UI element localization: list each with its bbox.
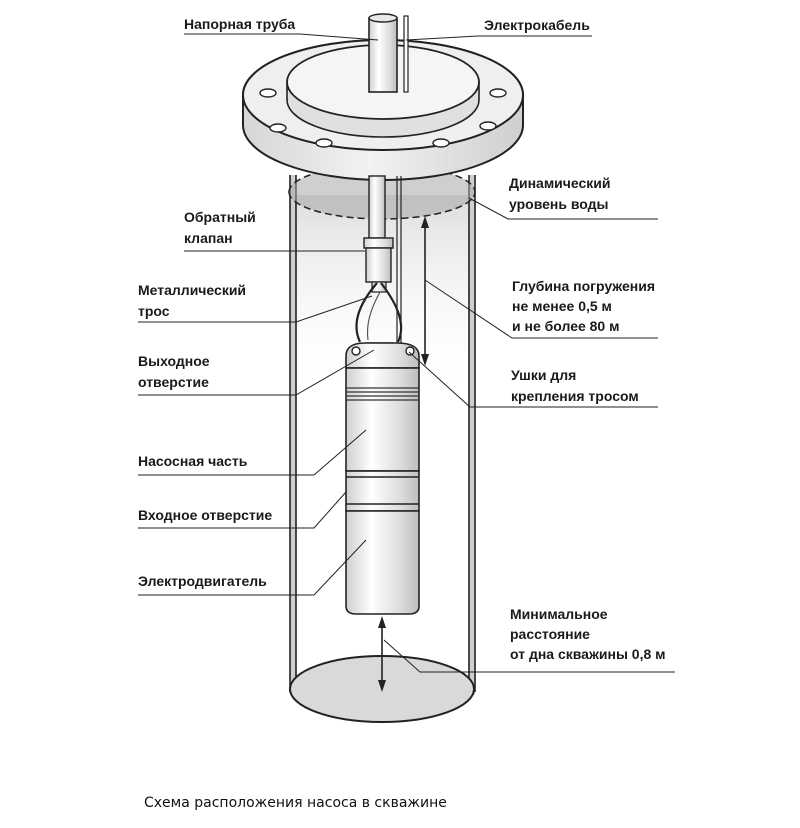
label-lugs: Ушки для крепления тросом xyxy=(511,367,639,404)
valve-bottom xyxy=(371,281,387,293)
leader-pressure-pipe xyxy=(184,33,379,41)
leader-electric-cable xyxy=(405,35,592,41)
cable-top xyxy=(403,15,409,93)
label-line: трос xyxy=(138,303,170,319)
arrow-up-icon xyxy=(421,216,429,228)
label-line: Глубина погружения xyxy=(512,278,655,294)
arrow-down-icon xyxy=(378,680,386,692)
min-distance-arrow xyxy=(378,616,386,692)
leader-outlet xyxy=(138,349,375,396)
leader-immersion-depth xyxy=(424,279,658,339)
label-line: клапан xyxy=(184,230,233,246)
leader-min-distance xyxy=(383,639,675,673)
valve-top xyxy=(363,237,394,249)
label-pump-section: Насосная часть xyxy=(138,453,248,469)
leader-pump-section xyxy=(138,429,367,476)
check-valve xyxy=(363,237,394,293)
well-wall-right xyxy=(469,175,475,695)
labels: Напорная труба Электрокабель Динамически… xyxy=(138,16,666,662)
bolt-hole xyxy=(489,88,507,98)
label-outlet: Выходное отверстие xyxy=(138,353,213,390)
bolt-hole xyxy=(259,88,277,98)
valve-body xyxy=(365,247,392,283)
label-immersion-depth: Глубина погружения не менее 0,5 м и не б… xyxy=(512,278,659,334)
immersion-depth-arrow xyxy=(421,216,429,366)
leader-dynamic-level xyxy=(468,197,658,220)
lug-left-icon xyxy=(351,346,361,356)
leader-motor xyxy=(138,539,367,596)
pipe-in-well xyxy=(368,175,386,239)
label-line: Обратный xyxy=(184,209,256,225)
label-line: от дна скважины 0,8 м xyxy=(510,646,666,662)
pipe-opening xyxy=(368,13,398,23)
label-line: Минимальное xyxy=(510,606,608,622)
label-metal-cable: Металлический трос xyxy=(138,282,250,319)
leader-lugs xyxy=(408,351,658,408)
leader-inlet xyxy=(138,491,347,529)
pump-section xyxy=(345,367,420,472)
label-min-distance: Минимальное расстояние от дна скважины 0… xyxy=(510,606,666,662)
bolt-hole xyxy=(432,138,450,148)
bolt-hole xyxy=(269,123,287,133)
label-line: отверстие xyxy=(138,374,209,390)
label-line: крепления тросом xyxy=(511,388,639,404)
bolt-hole xyxy=(315,138,333,148)
label-line: не менее 0,5 м xyxy=(512,298,612,314)
label-line: Металлический xyxy=(138,282,246,298)
label-check-valve: Обратный клапан xyxy=(184,209,260,246)
lug-right-icon xyxy=(405,346,415,356)
pump-unit xyxy=(345,342,420,615)
label-line: уровень воды xyxy=(509,196,609,212)
leader-lines xyxy=(138,33,675,673)
pump-top-cap xyxy=(345,342,420,369)
motor-section xyxy=(345,510,420,615)
label-pressure-pipe: Напорная труба xyxy=(184,16,295,32)
well-head-flange xyxy=(242,39,524,181)
rope-strand xyxy=(366,291,381,341)
pressure-pipe xyxy=(368,13,398,239)
label-line: и не более 80 м xyxy=(512,318,619,334)
rope-loop-left xyxy=(355,282,378,343)
label-electric-cable: Электрокабель xyxy=(484,17,590,33)
electric-cable xyxy=(396,15,409,345)
label-line: расстояние xyxy=(510,626,590,642)
label-line: Динамический xyxy=(509,175,611,191)
label-dynamic-level: Динамический уровень воды xyxy=(509,175,614,212)
steel-rope xyxy=(355,282,403,343)
leader-metal-cable xyxy=(138,295,373,323)
arrow-up-icon xyxy=(378,616,386,628)
diagram-caption: Схема расположения насоса в скважине xyxy=(144,795,447,811)
label-inlet: Входное отверстие xyxy=(138,507,272,523)
pipe-top-section xyxy=(368,17,398,93)
well-wall-left xyxy=(290,175,296,695)
arrow-down-icon xyxy=(421,354,429,366)
label-motor: Электродвигатель xyxy=(138,573,267,589)
rope-loop-right xyxy=(380,282,403,343)
label-line: Выходное xyxy=(138,353,210,369)
label-line: Ушки для xyxy=(511,367,576,383)
bolt-hole xyxy=(479,121,497,131)
